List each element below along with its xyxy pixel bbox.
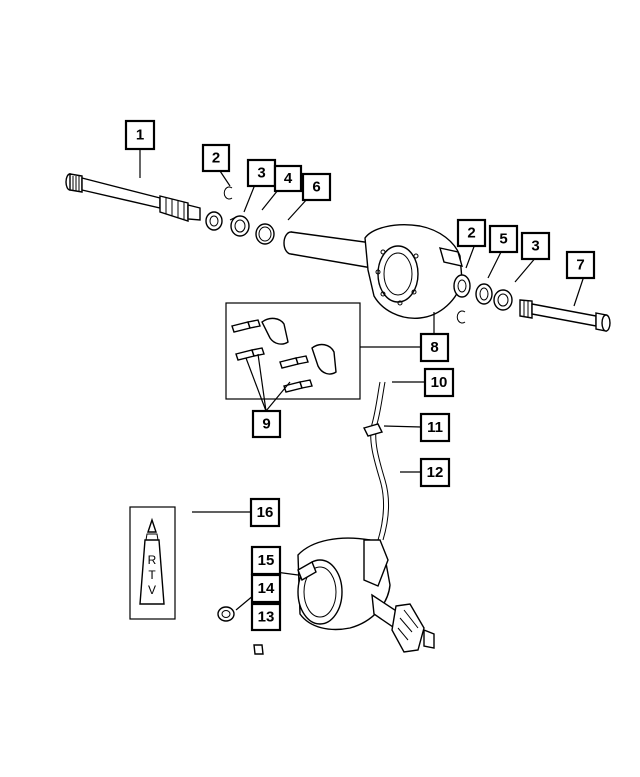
left-axle-shaft bbox=[65, 173, 201, 222]
left-shaft-seal bbox=[205, 211, 223, 231]
bolt-and-cap-kit bbox=[225, 302, 361, 400]
svg-text:12: 12 bbox=[427, 464, 444, 481]
right-axle-shaft bbox=[519, 299, 611, 332]
right-bearing bbox=[475, 283, 493, 305]
callout-2-left: 2 bbox=[201, 143, 231, 173]
callout-1: 1 bbox=[124, 119, 156, 151]
fill-plug bbox=[253, 644, 264, 655]
svg-text:15: 15 bbox=[258, 552, 275, 569]
right-snap-ring bbox=[456, 310, 466, 324]
drain-plug bbox=[217, 606, 235, 622]
callout-4: 4 bbox=[273, 164, 303, 193]
rtv-letter-r: R bbox=[148, 553, 157, 567]
callout-16: 16 bbox=[249, 497, 281, 528]
svg-text:7: 7 bbox=[576, 257, 584, 274]
svg-text:1: 1 bbox=[136, 127, 144, 144]
svg-text:5: 5 bbox=[499, 231, 507, 248]
axle-tube-housing bbox=[283, 224, 471, 319]
svg-text:2: 2 bbox=[212, 150, 220, 167]
callout-2-right: 2 bbox=[456, 218, 487, 248]
rtv-letter-t: T bbox=[148, 568, 156, 582]
callout-14: 14 bbox=[250, 573, 282, 604]
svg-text:6: 6 bbox=[312, 179, 320, 196]
svg-text:8: 8 bbox=[430, 339, 438, 356]
callout-13: 13 bbox=[250, 602, 282, 632]
callout-9: 9 bbox=[251, 409, 282, 439]
callout-12: 12 bbox=[419, 457, 451, 488]
left-snap-ring bbox=[223, 186, 233, 200]
callout-7: 7 bbox=[565, 250, 596, 280]
svg-text:11: 11 bbox=[427, 419, 443, 436]
right-seal bbox=[493, 289, 513, 311]
callout-15: 15 bbox=[250, 545, 282, 576]
leader-lines bbox=[139, 150, 585, 611]
svg-text:9: 9 bbox=[262, 416, 270, 433]
svg-text:16: 16 bbox=[257, 504, 274, 521]
svg-text:3: 3 bbox=[257, 165, 265, 182]
svg-text:10: 10 bbox=[431, 374, 448, 391]
rtv-letter-v: V bbox=[148, 583, 156, 597]
rtv-sealant-tube: R T V bbox=[129, 506, 176, 620]
left-bearing bbox=[229, 215, 250, 237]
callout-11: 11 bbox=[419, 412, 451, 443]
svg-text:14: 14 bbox=[258, 580, 275, 597]
callout-5: 5 bbox=[488, 224, 519, 254]
vent-hose bbox=[362, 381, 390, 541]
callout-3-right: 3 bbox=[520, 231, 551, 261]
callout-6: 6 bbox=[301, 172, 332, 202]
tube-seal-ring bbox=[255, 223, 275, 245]
svg-text:2: 2 bbox=[467, 225, 475, 242]
callout-8: 8 bbox=[419, 332, 450, 363]
callout-3-left: 3 bbox=[246, 158, 277, 188]
svg-text:3: 3 bbox=[531, 238, 539, 255]
differential-assembly bbox=[297, 537, 435, 653]
svg-text:4: 4 bbox=[284, 170, 293, 187]
callout-10: 10 bbox=[423, 367, 455, 398]
svg-text:13: 13 bbox=[258, 609, 275, 626]
